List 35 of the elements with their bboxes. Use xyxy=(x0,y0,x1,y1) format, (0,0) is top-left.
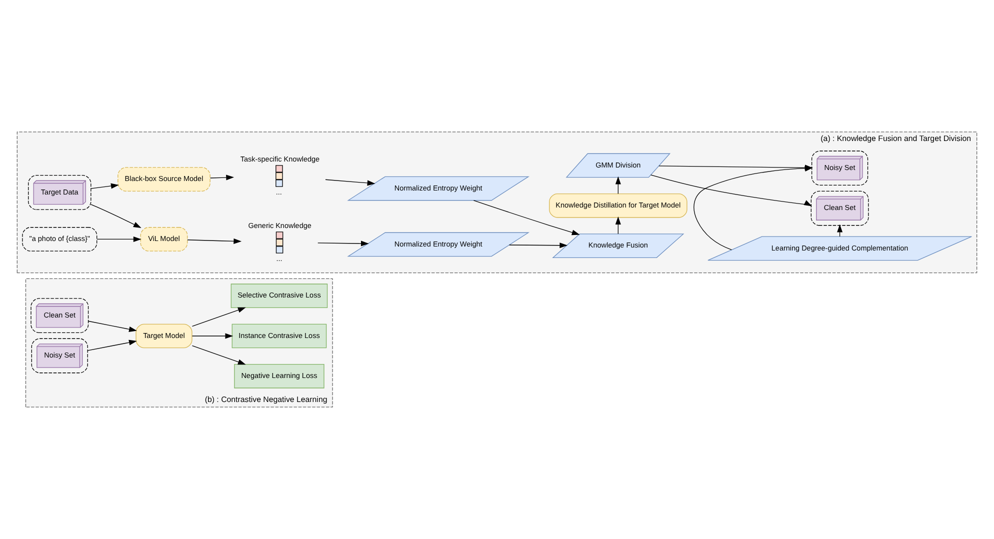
node-box: Black-box Source Model xyxy=(118,167,210,192)
node-box: "a photo of {class}" xyxy=(22,227,98,252)
cluster xyxy=(30,298,89,334)
cluster xyxy=(810,190,869,226)
arrow xyxy=(210,174,234,180)
node-box: Negative Learning Loss xyxy=(234,364,324,388)
arrow xyxy=(187,238,242,244)
arrow xyxy=(96,236,142,242)
arrow xyxy=(90,183,119,189)
node-label: ... xyxy=(276,254,282,263)
node-box: Target Model xyxy=(136,324,192,348)
cluster xyxy=(811,150,868,186)
arrow xyxy=(615,216,621,234)
arrow xyxy=(192,307,246,327)
arrow xyxy=(318,240,369,246)
arrow xyxy=(192,345,246,365)
node-box: ViL Model xyxy=(140,227,188,252)
node-label: Generic Knowledge xyxy=(248,220,312,230)
node-label: ... xyxy=(276,187,282,196)
cluster xyxy=(31,338,88,374)
arrow xyxy=(837,224,843,237)
node-label: Task-specific Knowledge xyxy=(240,154,320,164)
node-box: Knowledge Distillation for Target Model xyxy=(549,193,688,218)
arrow xyxy=(88,320,137,332)
arrow xyxy=(473,200,580,236)
arrow xyxy=(650,174,812,206)
arrow xyxy=(508,242,568,248)
arrow xyxy=(192,333,234,339)
arrow xyxy=(90,204,142,228)
arrow xyxy=(325,179,376,186)
node-box: Selective Contrasive Loss xyxy=(230,284,328,308)
node-box: Instance Contrasive Loss xyxy=(232,324,327,348)
arrow xyxy=(615,176,621,194)
arrow xyxy=(87,340,137,351)
cluster xyxy=(28,175,92,210)
